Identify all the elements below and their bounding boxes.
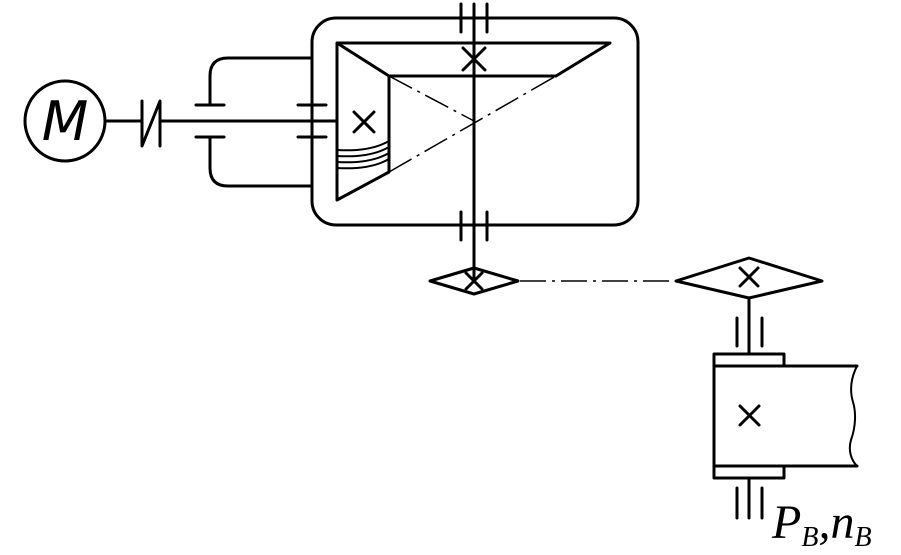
cross-icon xyxy=(352,110,376,134)
input-bearing-loop xyxy=(194,56,328,188)
conveyor-drum xyxy=(712,352,859,480)
driving-sprocket xyxy=(428,266,520,296)
driven-sprocket xyxy=(674,256,824,300)
top-bearing xyxy=(459,2,489,34)
output-parameters-label: PB,nB xyxy=(771,496,872,553)
elastic-coupling xyxy=(140,99,162,148)
cross-icon xyxy=(738,266,760,288)
motor-label: M xyxy=(42,90,89,153)
cross-icon xyxy=(738,404,761,427)
bottom-bearing xyxy=(459,210,489,242)
drum-shaft-bearings xyxy=(735,296,764,520)
electric-motor: M xyxy=(23,79,107,163)
cross-icon xyxy=(464,271,484,291)
